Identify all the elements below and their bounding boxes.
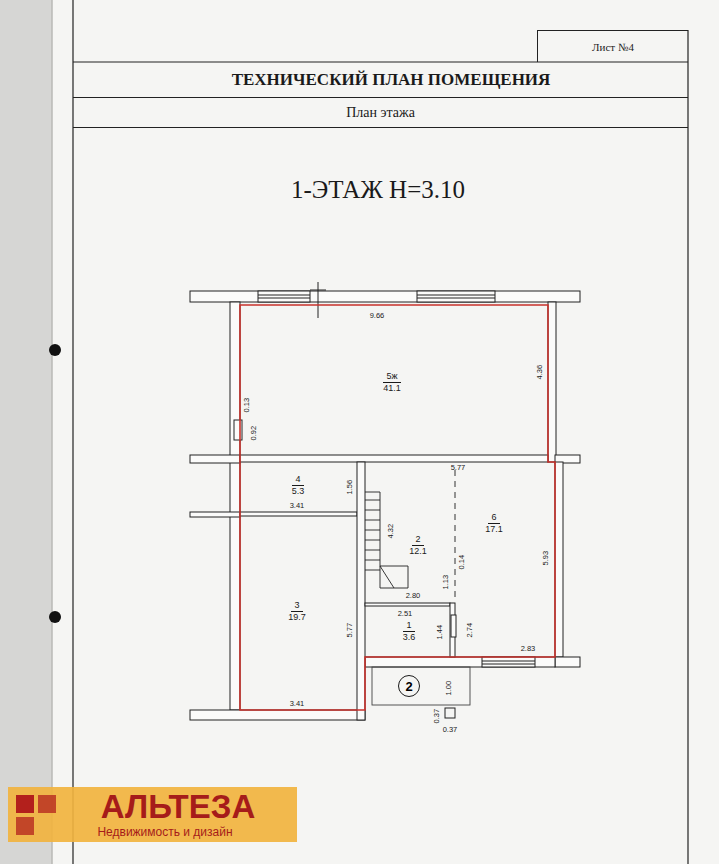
dimension: 0.13: [243, 398, 251, 413]
windows: [234, 291, 535, 667]
watermark-band: [8, 787, 297, 842]
room-number: 6: [488, 512, 499, 523]
dimension: 0.37: [443, 726, 458, 734]
room-number: 5ж: [383, 371, 400, 382]
walls: [190, 291, 580, 720]
room-area: 5.3: [292, 486, 305, 496]
watermark-text: Недвижимость и дизайн: [97, 826, 232, 839]
subtitle-band: План этажа: [73, 97, 688, 128]
node-text: Лист №4: [592, 41, 634, 53]
binder-hole: [49, 611, 61, 623]
dimension: 2.74: [466, 623, 474, 638]
dimension: 4.36: [536, 365, 544, 380]
dimension: 1.00: [445, 681, 453, 696]
room-label: 13.6: [403, 620, 416, 642]
dimension: 0.37: [433, 709, 441, 724]
dimension: 3.41: [290, 700, 305, 708]
section-mark: [310, 290, 326, 291]
room-area: 41.1: [383, 383, 401, 393]
sheet-title: ТЕХНИЧЕСКИЙ ПЛАН ПОМЕЩЕНИЯ: [232, 71, 551, 90]
dimension: 9.66: [370, 312, 385, 320]
frame-line: [72, 0, 73, 864]
room-area: 17.1: [485, 524, 503, 534]
stairs: [365, 492, 408, 588]
frame-line: [687, 30, 688, 864]
dimension: 0.14: [458, 555, 466, 570]
room-area: 19.7: [288, 612, 306, 622]
boundary-outline: [240, 305, 555, 710]
dimension: 1.44: [436, 625, 444, 640]
partition-dashed: [455, 470, 456, 598]
dimension: 2.51: [398, 610, 413, 618]
room-number: 2: [412, 534, 423, 545]
dimension: 2.83: [521, 645, 536, 653]
dimension: 1.13: [442, 575, 450, 590]
dimension: 1.56: [346, 480, 354, 495]
column-square: [445, 708, 455, 718]
room-number: 3: [291, 600, 302, 611]
room-label: 5ж41.1: [383, 371, 401, 393]
paper-sheet: [52, 0, 719, 864]
room-label: 45.3: [292, 474, 305, 496]
room-area: 12.1: [409, 546, 427, 556]
room-number: 1: [403, 620, 414, 631]
sheet-edge: [51, 0, 53, 864]
floor-heading: 1-ЭТАЖ Н=3.10: [291, 176, 465, 204]
room-label: 212.1: [409, 534, 427, 556]
watermark-text: АЛЬТЕЗА: [101, 789, 255, 825]
dimension: 5.77: [451, 464, 466, 472]
dimension: 5.77: [346, 623, 354, 638]
dimension: 3.41: [290, 502, 305, 510]
dimension: 0.92: [250, 426, 258, 441]
room-area: 3.6: [403, 632, 416, 642]
dimension: 5.93: [542, 551, 550, 566]
section-mark: [318, 282, 319, 318]
room-label: 617.1: [485, 512, 503, 534]
watermark-logo: [16, 795, 56, 835]
callout-circle: 2: [398, 675, 420, 697]
room-number: 4: [292, 474, 303, 485]
room-label: 319.7: [288, 600, 306, 622]
node-text: План этажа: [346, 105, 415, 121]
dimension: 2.80: [406, 592, 421, 600]
sheet-number-box: Лист №4: [537, 30, 688, 62]
porch: [372, 667, 470, 705]
dimension: 4.32: [387, 524, 395, 539]
binder-hole: [49, 344, 61, 356]
callout-number: 2: [405, 679, 412, 694]
frame-line: [73, 61, 688, 62]
